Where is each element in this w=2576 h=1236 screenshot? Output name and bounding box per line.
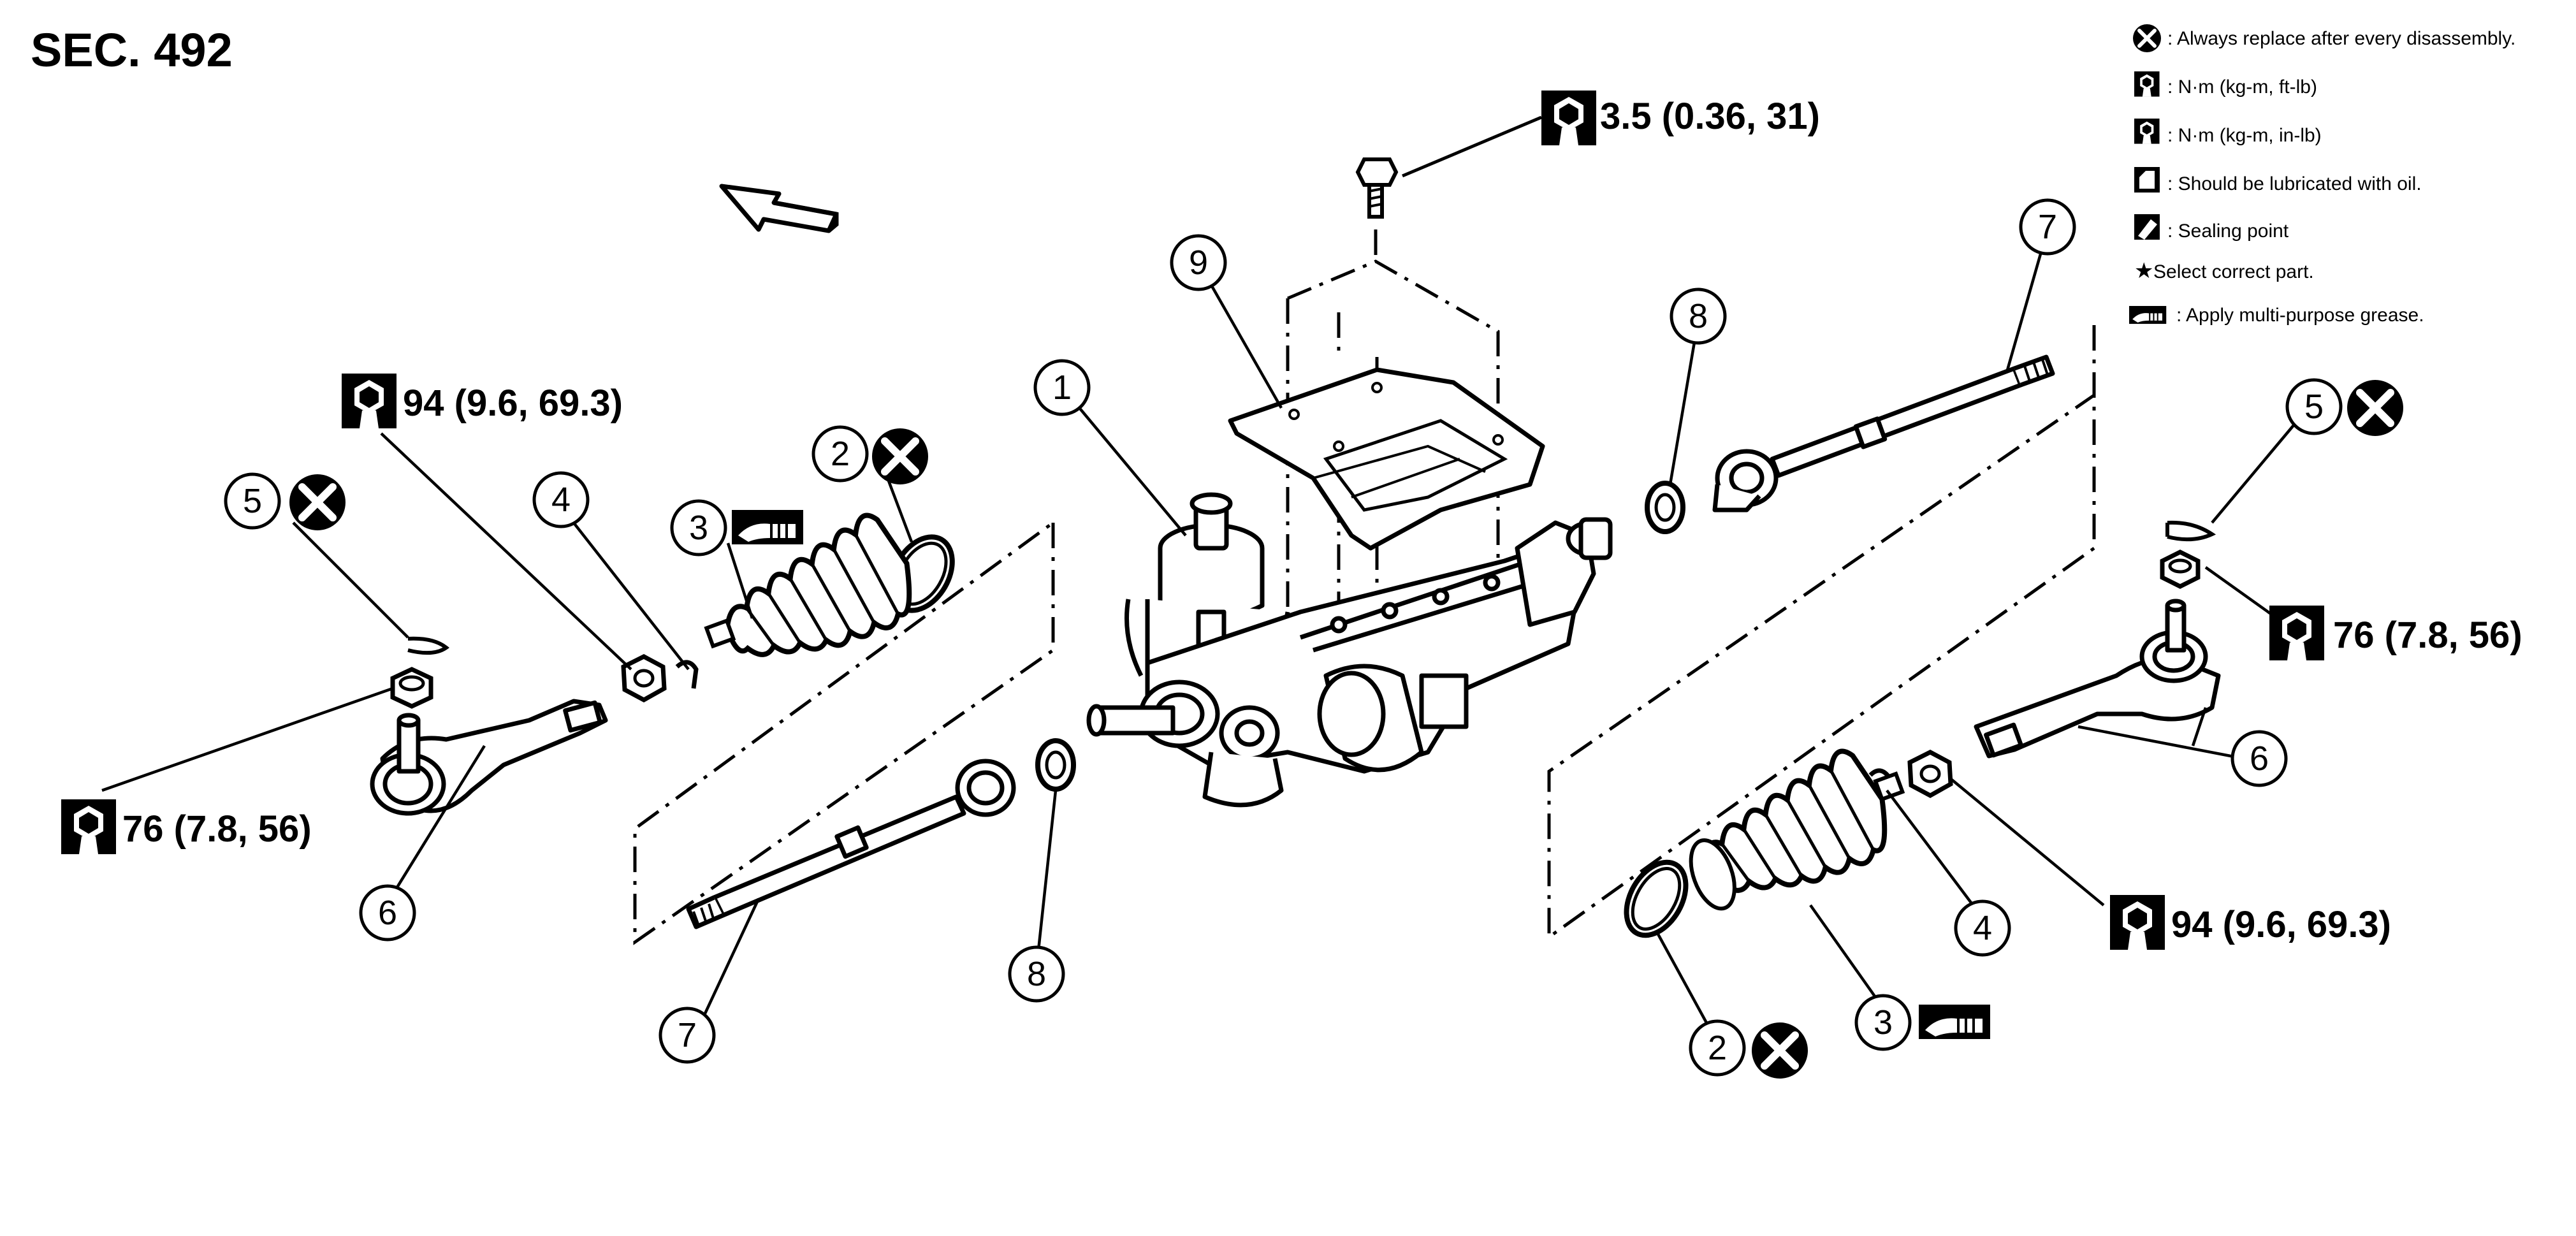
callout-6-left: 6 bbox=[359, 884, 416, 942]
wrench-icon bbox=[2110, 895, 2165, 950]
svg-text:1: 1 bbox=[1052, 368, 1072, 407]
svg-text:3: 3 bbox=[689, 509, 708, 547]
legend-item-oil: : Should be lubricated with oil. bbox=[2167, 173, 2422, 194]
lock-nut-right bbox=[1907, 750, 1953, 798]
section-title: SEC. 492 bbox=[31, 24, 233, 76]
svg-text:2: 2 bbox=[1708, 1029, 1727, 1067]
bolt bbox=[1355, 157, 1399, 219]
svg-text:6: 6 bbox=[2250, 739, 2269, 778]
svg-text:4: 4 bbox=[1973, 909, 1992, 947]
legend-item-replace: : Always replace after every disassembly… bbox=[2167, 28, 2515, 49]
callout-5-right: 5 bbox=[2285, 378, 2343, 435]
slotted-nut-left bbox=[390, 667, 433, 709]
callout-7-left: 7 bbox=[659, 1007, 716, 1064]
outer-socket-right bbox=[1974, 599, 2221, 759]
callout-8-left: 8 bbox=[1008, 945, 1065, 1003]
grease-icon bbox=[1917, 1003, 1991, 1040]
callout-3-left: 3 bbox=[670, 499, 727, 556]
legend-item-torque-inlb: : N·m (kg-m, in-lb) bbox=[2167, 125, 2322, 146]
torque-nut-right-lower: 94 (9.6, 69.3) bbox=[2110, 895, 2391, 950]
callout-9: 9 bbox=[1170, 234, 1227, 291]
cotter-pin-left bbox=[407, 636, 450, 655]
torque-nut-left-upper: 94 (9.6, 69.3) bbox=[342, 374, 623, 428]
inner-socket-left bbox=[686, 759, 1016, 929]
svg-text:7: 7 bbox=[678, 1016, 697, 1054]
svg-text:4: 4 bbox=[551, 481, 571, 519]
callouts: 1 9 8 7 5 2 4 3 5 6 8 7 6 4 2 3 bbox=[224, 198, 2343, 1077]
boot-clamp-right bbox=[1624, 859, 1689, 938]
front-arrow-icon bbox=[719, 184, 839, 233]
wrench-torque-inlb-icon bbox=[2134, 119, 2160, 144]
callout-7-right: 7 bbox=[2019, 198, 2076, 256]
callout-6-right: 6 bbox=[2230, 730, 2288, 787]
replace-x-icon bbox=[872, 428, 928, 484]
callout-5-left: 5 bbox=[224, 472, 281, 530]
torque-label: 94 (9.6, 69.3) bbox=[403, 382, 623, 424]
wrench-icon bbox=[342, 374, 397, 428]
svg-text:3: 3 bbox=[1874, 1003, 1893, 1042]
inner-socket-right bbox=[1712, 354, 2055, 513]
heat-insulator bbox=[1228, 367, 1545, 551]
leader-lines bbox=[101, 247, 2299, 1028]
top-bolt-torque: 3.5 (0.36, 31) bbox=[1402, 91, 1820, 178]
callout-2-right: 2 bbox=[1689, 1019, 1746, 1077]
replace-x-icon bbox=[2347, 380, 2403, 436]
wrench-torque-icon bbox=[2134, 71, 2160, 97]
legend-item-torque-ftlb: : N·m (kg-m, ft-lb) bbox=[2167, 76, 2317, 98]
star-icon: ★ bbox=[2134, 258, 2153, 284]
svg-text:8: 8 bbox=[1689, 297, 1708, 335]
legend-item-sealing: : Sealing point bbox=[2167, 221, 2289, 242]
callout-4-left: 4 bbox=[532, 471, 590, 528]
clip-left bbox=[675, 660, 699, 689]
torque-label: 94 (9.6, 69.3) bbox=[2171, 904, 2391, 945]
wrench-icon bbox=[1541, 91, 1596, 145]
grease-icon bbox=[2128, 305, 2167, 325]
svg-text:7: 7 bbox=[2038, 208, 2057, 246]
grease-icon bbox=[731, 509, 804, 546]
outer-socket-left bbox=[370, 699, 608, 816]
lock-nut-left bbox=[621, 654, 667, 702]
replace-x-icon bbox=[2133, 24, 2161, 52]
washer-left bbox=[1035, 738, 1076, 792]
torque-nut-right-upper: 76 (7.8, 56) bbox=[2269, 606, 2522, 660]
callout-1: 1 bbox=[1033, 359, 1091, 416]
torque-nut-left-lower: 76 (7.8, 56) bbox=[61, 799, 312, 854]
replace-x-icon bbox=[1752, 1022, 1808, 1079]
slotted-nut-right bbox=[2160, 549, 2201, 589]
svg-text:5: 5 bbox=[243, 482, 262, 520]
wrench-icon bbox=[2269, 606, 2324, 660]
callout-2-left: 2 bbox=[811, 425, 869, 483]
svg-text:6: 6 bbox=[378, 894, 397, 932]
legend-item-select-part: Select correct part. bbox=[2153, 261, 2314, 282]
svg-text:5: 5 bbox=[2304, 388, 2324, 426]
legend-item-grease: : Apply multi-purpose grease. bbox=[2176, 305, 2424, 326]
callout-4-right: 4 bbox=[1954, 899, 2011, 957]
steering-gear-assembly bbox=[1086, 492, 1613, 808]
replace-x-icon bbox=[289, 474, 346, 530]
sealing-point-icon bbox=[2134, 214, 2160, 240]
boot-left bbox=[704, 513, 912, 657]
svg-text:2: 2 bbox=[831, 435, 850, 473]
callout-3-right: 3 bbox=[1854, 994, 1912, 1051]
torque-label-bolt: 3.5 (0.36, 31) bbox=[1600, 96, 1820, 137]
legend: : Always replace after every disassembly… bbox=[2128, 24, 2515, 326]
svg-text:9: 9 bbox=[1189, 244, 1208, 282]
torque-label: 76 (7.8, 56) bbox=[122, 808, 312, 850]
boot-right bbox=[1689, 748, 1905, 911]
torque-label: 76 (7.8, 56) bbox=[2333, 614, 2522, 656]
cotter-pin-right bbox=[2165, 520, 2216, 542]
oil-can-icon bbox=[2134, 167, 2160, 193]
wrench-icon bbox=[61, 799, 116, 854]
callout-8-right: 8 bbox=[1670, 287, 1727, 345]
washer-right bbox=[1645, 481, 1685, 534]
svg-text:8: 8 bbox=[1027, 955, 1046, 993]
